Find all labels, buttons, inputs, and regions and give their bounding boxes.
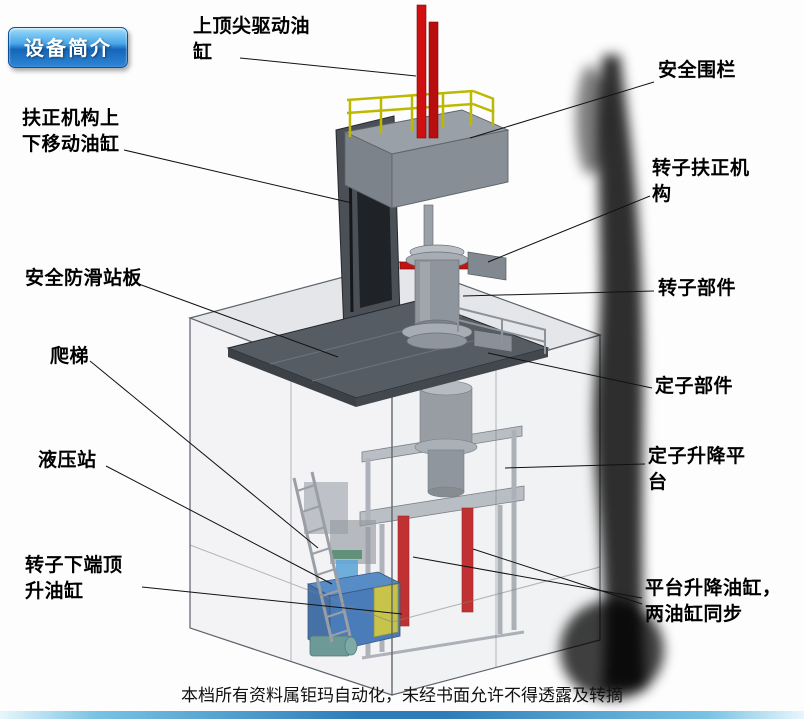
section-title-badge: 设备简介: [8, 27, 128, 68]
rotor-assembly: [399, 204, 513, 353]
label-hydraulic-station: 液压站: [38, 450, 97, 471]
leader-stator-component: [487, 352, 653, 389]
label-top-tip-drive-cylinder: 上顶尖驱动油缸: [193, 16, 311, 63]
footer-disclaimer: 本档所有资料属钜玛自动化，未经书面允许不得透露及转摘: [181, 686, 623, 705]
hydraulic-station-unit: [306, 571, 402, 657]
leader-safety-fence: [469, 81, 655, 139]
leader-rotor-bottom-jack-cylinder: [141, 586, 403, 615]
label-anti-slip-platform: 安全防滑站板: [25, 268, 143, 289]
platform-lift-cylinder-left: [397, 515, 410, 627]
top-drive-cylinder-rod-2: [428, 21, 439, 139]
bottom-accent-bar: [0, 711, 804, 719]
label-ladder: 爬梯: [50, 346, 90, 367]
label-stator-lift-platform: 定子升降平台: [648, 446, 746, 493]
top-drive-cylinder-rod: [416, 4, 427, 139]
leader-anti-slip-platform: [135, 282, 339, 358]
label-rotor-centering-mechanism: 转子扶正机构: [652, 158, 750, 205]
label-rotor-bottom-jack-cylinder: 转子下端顶升油缸: [25, 555, 123, 602]
label-centering-mech-travel-cylinder: 扶正机构上下移动油缸: [22, 108, 120, 155]
leader-rotor-centering-mechanism: [487, 195, 651, 263]
enclosure-box-front: [189, 317, 601, 696]
leader-ladder: [89, 360, 319, 549]
ladder-3d: [292, 471, 352, 643]
safety-railing: [346, 89, 495, 137]
leader-top-tip-drive-cylinder: [239, 57, 417, 77]
anti-slip-plate-3d: [226, 299, 550, 407]
deck-guard-rail: [457, 307, 547, 354]
label-rotor-component: 转子部件: [658, 278, 737, 299]
leader-stator-lift-platform: [504, 463, 646, 469]
label-safety-fence: 安全围栏: [658, 60, 737, 81]
label-stator-component: 定子部件: [655, 376, 734, 397]
leader-hydraulic-station: [105, 465, 333, 585]
platform-lift-cylinder-right: [461, 507, 474, 613]
leader-rotor-component: [462, 290, 655, 297]
hydraulic-pumps: [304, 482, 376, 578]
head-box: [343, 109, 510, 209]
label-platform-lift-cylinders: 平台升降油缸，两油缸同步: [645, 578, 782, 625]
stator-assembly: [414, 380, 478, 498]
leader-centering-mech-travel-cylinder: [123, 149, 353, 204]
leader-platform-lift-cylinder-b: [472, 548, 643, 605]
leader-lines: [89, 57, 655, 615]
